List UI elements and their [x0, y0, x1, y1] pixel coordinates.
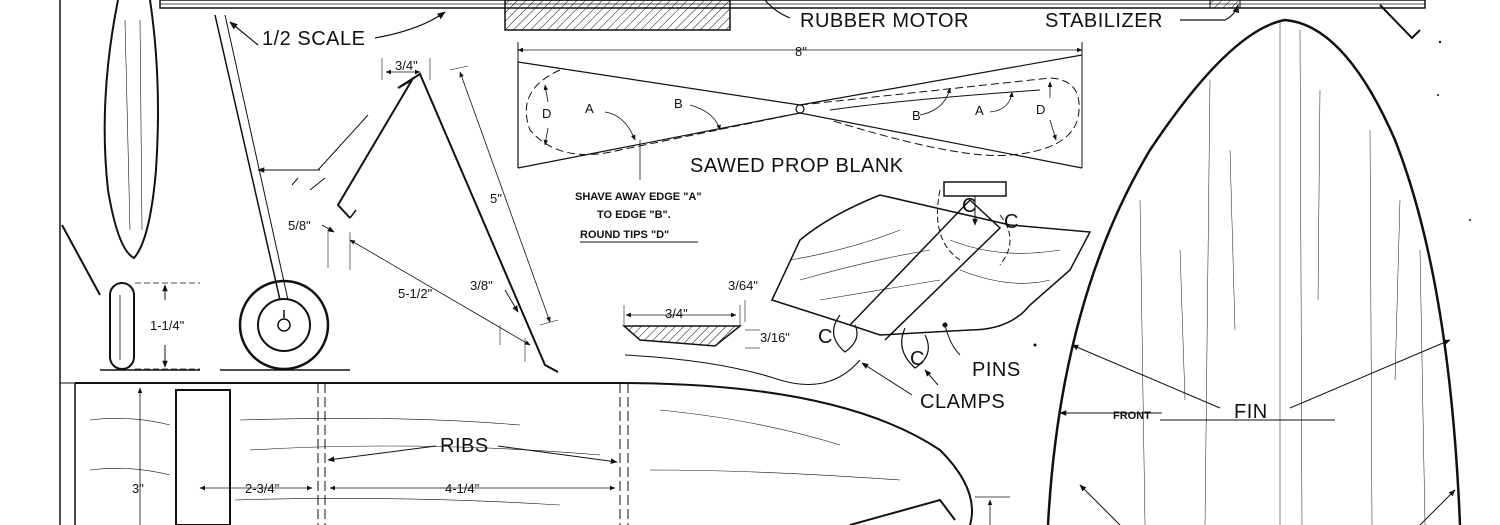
wheel-side-view [61, 224, 200, 371]
clamp-c-top-left-label: C [962, 195, 977, 217]
front-label: FRONT [1113, 410, 1151, 422]
dim-3-8-label: 3/8" [470, 278, 493, 293]
dim-4-1-4-label: 4-1/4" [445, 481, 480, 496]
rubber-motor-label: RUBBER MOTOR [800, 10, 969, 32]
dim-2-3-4-label: 2-3/4" [245, 481, 280, 496]
dim-5-label: 5" [490, 191, 502, 206]
clamp-c-bottom-left-label: C [818, 326, 833, 348]
shave-note-line2: TO EDGE "B". [597, 209, 671, 221]
edge-b-right-label: B [912, 108, 921, 123]
margin-specks [1033, 40, 1471, 347]
dim-3-16-label: 3/16" [760, 330, 790, 345]
edge-a-right-label: A [975, 103, 984, 118]
dim-1-1-4-label: 1-1/4" [150, 318, 185, 333]
wing-planform [60, 382, 1010, 525]
dim-5-1-2-label: 5-1/2" [398, 286, 433, 301]
clamp-c-top-right-label: C [1004, 211, 1019, 233]
dim-3-4-top-label: 3/4" [395, 58, 418, 73]
dim-3-label: 3" [132, 481, 144, 496]
edge-b-left-label: B [674, 96, 683, 111]
edge-d-right-label: D [1036, 102, 1045, 117]
clamping-detail [770, 181, 1092, 396]
spar-section-detail [622, 300, 861, 385]
stabilizer-label: STABILIZER [1045, 10, 1163, 32]
shave-note-line3: ROUND TIPS "D" [580, 229, 669, 241]
wire-leg-detail [321, 58, 559, 373]
wheel-front-view [220, 279, 350, 371]
dim-5-8-label: 5/8" [288, 218, 311, 233]
clamps-label: CLAMPS [920, 391, 1005, 413]
landing-gear-wire [214, 14, 369, 301]
fin-drawing [1046, 18, 1462, 525]
edge-d-left-label: D [542, 106, 551, 121]
sawed-prop-blank-label: SAWED PROP BLANK [690, 155, 904, 177]
ribs-label: RIBS [440, 435, 489, 457]
prop-length-label: 8" [795, 44, 807, 59]
clamp-c-bottom-right-label: C [910, 348, 925, 370]
propeller-side-view [103, 0, 159, 260]
fuselage-strip [159, 0, 1426, 46]
pins-label: PINS [972, 359, 1021, 381]
prop-blank-drawing [517, 42, 1083, 180]
scale-label: 1/2 SCALE [262, 28, 365, 50]
fin-label: FIN [1234, 401, 1268, 423]
dim-3-4-spar-label: 3/4" [665, 306, 688, 321]
edge-a-left-label: A [585, 101, 594, 116]
dim-3-64-label: 3/64" [728, 278, 758, 293]
shave-note-line1: SHAVE AWAY EDGE "A" [575, 191, 702, 203]
